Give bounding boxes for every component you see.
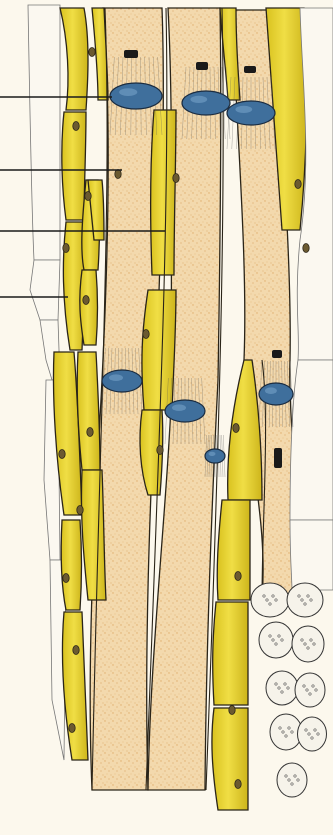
parenchyma-cell — [287, 583, 323, 617]
nucleus — [83, 296, 89, 305]
parenchyma-cell — [251, 583, 289, 617]
nucleus — [73, 646, 79, 655]
dense-plug — [274, 448, 282, 468]
nucleus — [173, 174, 179, 183]
parenchyma-cell — [266, 671, 298, 705]
parenchyma-cell — [292, 626, 324, 662]
nucleus — [229, 706, 235, 715]
companion-cell — [77, 352, 100, 470]
nucleus — [73, 122, 79, 131]
companion-cell — [61, 520, 81, 610]
companion-cell — [80, 270, 98, 345]
parenchyma-cell — [298, 717, 327, 751]
parenchyma-cell — [259, 622, 293, 658]
dense-plug — [272, 350, 282, 358]
nucleus — [235, 572, 241, 581]
dense-plug — [244, 66, 256, 73]
nucleus — [303, 244, 309, 253]
nucleus — [235, 780, 241, 789]
nucleus — [233, 424, 239, 433]
companion-cell — [217, 500, 250, 600]
dense-plug — [124, 50, 138, 58]
parenchyma-cell — [277, 763, 307, 797]
nucleus — [59, 450, 65, 459]
nucleus — [115, 170, 121, 179]
nucleus — [77, 506, 83, 515]
nucleus — [143, 330, 149, 339]
dense-plug — [196, 62, 208, 70]
nucleus — [89, 48, 95, 57]
nucleus — [157, 446, 163, 455]
nucleus — [63, 574, 69, 583]
parenchyma-cell — [295, 673, 325, 707]
companion-cell — [212, 708, 248, 810]
nucleus — [87, 428, 93, 437]
nucleus — [69, 724, 75, 733]
companion-cell — [151, 110, 176, 275]
nucleus — [295, 180, 301, 189]
nucleus — [85, 192, 91, 201]
nucleus — [63, 244, 69, 253]
companion-cell — [213, 602, 248, 705]
